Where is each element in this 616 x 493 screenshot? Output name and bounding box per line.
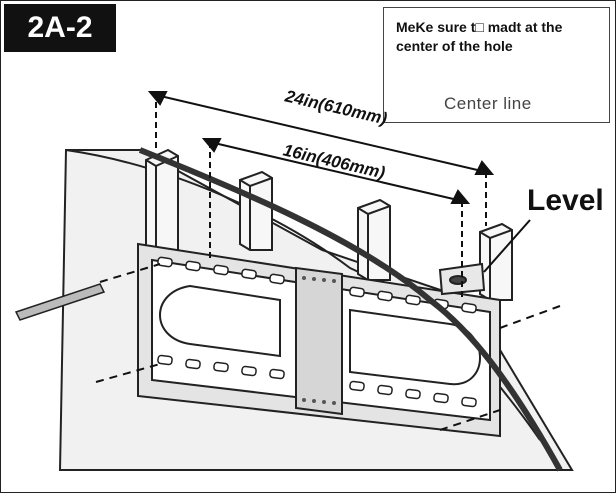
alignment-inset: MeKe sure t□ madt at the center of the h… [383, 7, 610, 123]
stud-3 [357, 198, 391, 281]
center-line-caption: Center line [444, 94, 532, 113]
level-tool [138, 147, 563, 472]
step-badge: 2A-2 [4, 4, 116, 52]
inset-note: MeKe sure t□ madt at the center of the h… [396, 19, 563, 54]
lag-bolt [14, 283, 106, 321]
screw-guides [95, 263, 561, 431]
dimension-16in [201, 138, 471, 300]
stud-4 [479, 222, 513, 301]
level-label: Level [527, 184, 604, 217]
stud-2 [239, 170, 273, 251]
wall-plate [137, 242, 501, 438]
level-pointer [483, 219, 531, 273]
dimension-24in [147, 91, 495, 226]
